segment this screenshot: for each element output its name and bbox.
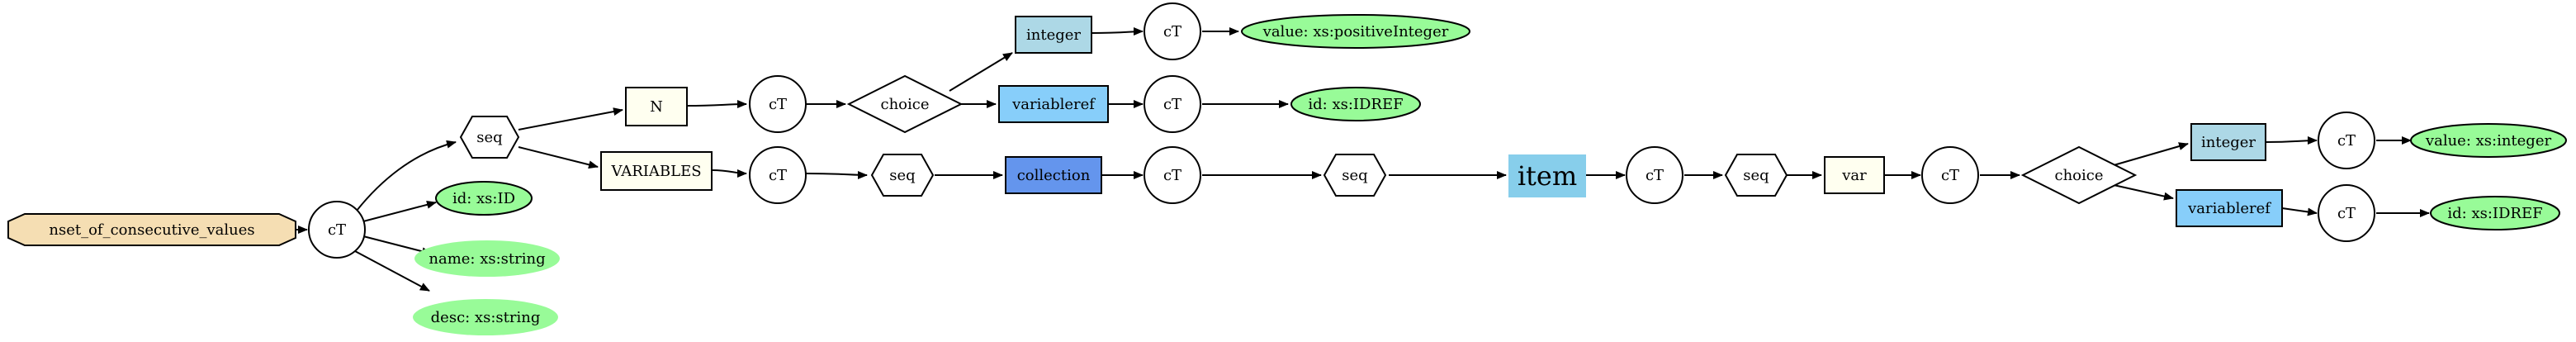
variableref-label: variableref [1011, 96, 1096, 113]
collection-label: collection [1017, 167, 1091, 184]
edge-n-to-ct [686, 100, 747, 109]
edge-seq-to-n [518, 107, 623, 131]
choice-node-var[interactable]: choice [2020, 145, 2138, 205]
seq-label: seq [476, 129, 502, 146]
ct-label: cT [769, 167, 787, 184]
ct-label: cT [328, 221, 346, 239]
seq-node-item[interactable]: seq [1724, 154, 1788, 197]
ct-label: cT [1941, 167, 1959, 184]
integer-label: integer [2201, 134, 2256, 151]
ct-node-integer-n[interactable]: cT [1144, 2, 1201, 60]
ct-node-root[interactable]: cT [308, 201, 366, 259]
seq-label: seq [1342, 167, 1367, 184]
root-label: nset_of_consecutive_values [49, 221, 254, 239]
element-n-node[interactable]: N [625, 87, 688, 126]
variableref-node-var[interactable]: variableref [2176, 189, 2283, 227]
value-integer-label: value: xs:integer [2425, 132, 2552, 150]
element-variables-node[interactable]: VARIABLES [600, 151, 713, 191]
edge-variables-to-ct [711, 169, 747, 178]
element-var-node[interactable]: var [1824, 156, 1885, 194]
edge-variableref-var-to-ct [2281, 207, 2318, 216]
ct-node-collection[interactable]: cT [1144, 146, 1201, 204]
edge-ct-to-seq-variables [805, 170, 868, 179]
edge-integer-var-to-ct [2265, 136, 2318, 145]
id-idref-node-n[interactable]: id: xs:IDREF [1290, 87, 1421, 121]
id-idref-label: id: xs:IDREF [2447, 205, 2542, 222]
nodes: nset_of_consecutive_values cT id: xs:ID … [7, 2, 2567, 335]
ct-label: cT [2337, 132, 2356, 150]
ct-node-n[interactable]: cT [749, 75, 807, 133]
choice-label: choice [880, 96, 929, 113]
edge-ct-to-attr-desc [354, 250, 430, 292]
edge-ct-to-seq [356, 140, 457, 211]
value-positive-node[interactable]: value: xs:positiveInteger [1241, 14, 1470, 49]
edges [296, 27, 2430, 292]
seq-node-variables[interactable]: seq [870, 154, 935, 197]
ct-node-variableref-n[interactable]: cT [1144, 75, 1201, 133]
element-var-label: var [1841, 167, 1867, 184]
edge-ct-to-attr-name [362, 235, 432, 256]
element-variables-label: VARIABLES [610, 163, 701, 180]
edge-seq-to-variables [518, 146, 599, 169]
ct-label: cT [2337, 205, 2356, 222]
choice-label: choice [2054, 167, 2103, 184]
ct-label: cT [1163, 167, 1181, 184]
seq-label: seq [1743, 167, 1769, 184]
ct-node-var[interactable]: cT [1921, 146, 1979, 204]
value-integer-node[interactable]: value: xs:integer [2410, 123, 2567, 158]
element-n-label: N [650, 98, 663, 116]
collection-node[interactable]: collection [1005, 156, 1102, 194]
ct-label: cT [769, 96, 787, 113]
seq-node-collection[interactable]: seq [1323, 154, 1387, 197]
edge-choice-to-integer [949, 52, 1013, 92]
ct-node-variables[interactable]: cT [749, 146, 807, 204]
item-node[interactable]: item [1508, 154, 1586, 197]
variableref-node-n[interactable]: variableref [998, 85, 1109, 123]
ct-node-variableref-var[interactable]: cT [2318, 184, 2375, 242]
ct-label: cT [1646, 167, 1664, 184]
ct-label: cT [1163, 23, 1181, 40]
root-node[interactable]: nset_of_consecutive_values [7, 213, 296, 246]
ct-label: cT [1163, 96, 1181, 113]
attr-id-node[interactable]: id: xs:ID [435, 181, 533, 216]
attr-id-label: id: xs:ID [452, 190, 515, 207]
seq-label: seq [889, 167, 915, 184]
edge-choice-to-integer-var [2113, 142, 2189, 166]
edge-ct-to-attr-id [362, 200, 437, 222]
attr-desc-label: desc: xs:string [431, 309, 541, 326]
value-positive-label: value: xs:positiveInteger [1262, 23, 1449, 40]
id-idref-node-var[interactable]: id: xs:IDREF [2430, 196, 2560, 230]
ct-node-item[interactable]: cT [1626, 146, 1683, 204]
ct-node-integer-var[interactable]: cT [2318, 112, 2375, 169]
variableref-label: variableref [2187, 200, 2271, 217]
edge-integer-to-ct [1091, 27, 1144, 36]
root-octagon [7, 213, 296, 246]
edge-choice-to-variableref-var [2113, 184, 2174, 201]
attr-name-label: name: xs:string [429, 250, 545, 268]
integer-node-var[interactable]: integer [2190, 123, 2266, 161]
seq-node-top[interactable]: seq [459, 116, 520, 159]
attr-name-node[interactable]: name: xs:string [414, 240, 560, 277]
choice-node-n[interactable]: choice [846, 74, 964, 134]
integer-label: integer [1026, 26, 1081, 44]
integer-node-n[interactable]: integer [1015, 16, 1092, 54]
attr-desc-node[interactable]: desc: xs:string [413, 299, 558, 335]
id-idref-label: id: xs:IDREF [1308, 96, 1403, 113]
item-label: item [1518, 160, 1577, 192]
